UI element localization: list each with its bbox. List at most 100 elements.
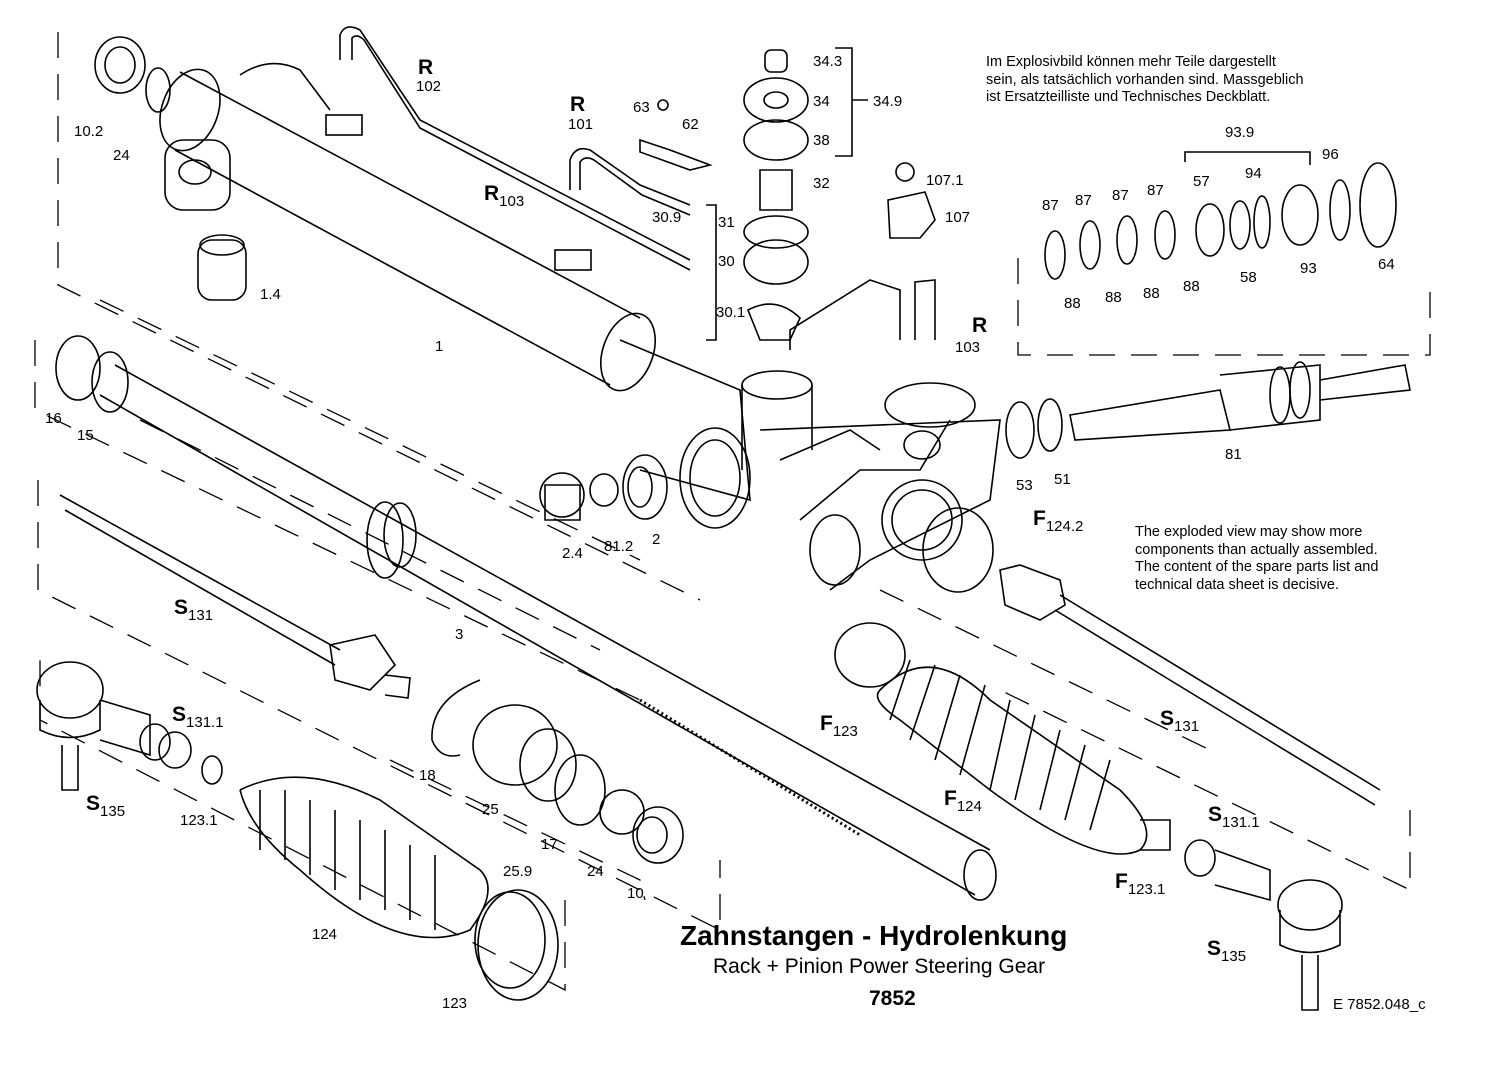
tie-rod-left [59,494,411,699]
part-label: 24 [113,147,130,164]
part-label: 17 [541,836,558,853]
note-line: Im Explosivbild können mehr Teile darges… [986,54,1276,70]
pipes [325,26,936,350]
housing-tube [159,62,751,502]
part-label: 34 [813,93,830,110]
note-line: ist Ersatzteilliste und Technisches Deck… [986,89,1271,105]
note-german: Im Explosivbild können mehr Teile darges… [986,54,1304,107]
guide-lines [34,32,1431,992]
part-label: 30 [718,253,735,270]
part-label: 87 [1147,182,1164,199]
ref-label-s131-1: S131.1 [172,703,224,731]
part-label: 107 [945,209,971,226]
ref-label-r101-sub: 101 [568,116,594,133]
valve-housing [679,370,1001,591]
part-label: 87 [1075,192,1092,209]
part-label: 10.2 [74,123,104,140]
note-line: The content of the spare parts list and [1135,559,1379,575]
part-label: 88 [1064,295,1081,312]
part-label: 87 [1042,197,1059,214]
note-line: sein, als tatsächlich vorhanden sind. Ma… [986,71,1304,88]
ref-label-s131-1-right: S131.1 [1208,803,1260,831]
tie-rod-right [999,564,1381,902]
drawing-number: 7852 [869,987,916,1010]
pinion-parts [1005,162,1411,459]
part-label: 88 [1143,285,1160,302]
part-label: 53 [1016,477,1033,494]
part-label: 57 [1193,173,1210,190]
bracket-30-9 [706,204,717,341]
part-label: 96 [1322,146,1339,163]
note-line: components than actually assembled. [1135,541,1378,558]
part-label: 32 [813,175,830,192]
ref-label-f124: F124 [944,787,982,815]
boot-right [834,622,1171,855]
part-label: 31 [718,214,735,231]
boot-left [239,776,559,1001]
part-label: 2.4 [562,545,583,562]
part-label: 34.9 [873,93,903,110]
title-german: Zahnstangen - Hydrolenkung [680,920,1068,951]
part-label: 1.4 [260,286,281,303]
ref-label-r101: R [570,93,586,116]
note-line: technical data sheet is decisive. [1135,576,1339,593]
part-label: 1 [435,338,444,355]
note-english: The exploded view may show more componen… [1135,524,1378,594]
bracket-93-9 [1184,151,1311,165]
part-label: 123 [442,995,468,1012]
ref-label-s135-right: S135 [1207,937,1247,965]
part-label: 81 [1225,446,1242,463]
part-label: 93 [1300,260,1317,277]
ref-label-f124-2: F124.2 [1033,507,1084,535]
part-label: 63 [633,99,650,116]
ref-label-r102: R [418,56,434,79]
part-label: 3 [455,626,464,643]
part-label: 94 [1245,165,1262,182]
part-label: 58 [1240,269,1257,286]
tie-rod-end-right [1277,879,1343,1011]
part-label: 34.3 [813,53,843,70]
ref-label-r103: R103 [484,182,525,210]
part-label: 62 [682,116,699,133]
document-reference: E 7852.048_c [1333,996,1426,1013]
part-label: 30.1 [716,304,746,321]
part-label: 88 [1105,289,1122,306]
part-label: 16 [45,410,62,427]
title-english: Rack + Pinion Power Steering Gear [713,955,1046,978]
rings-16-15 [55,335,129,413]
part-label: 88 [1183,278,1200,295]
seal-parts [431,679,684,864]
part-label: 93.9 [1225,124,1255,141]
bracket-34-9 [835,47,868,157]
rack [99,364,997,901]
part-label: 25.9 [503,863,533,880]
ref-label-r103-right-sub: 103 [955,339,981,356]
part-label: 64 [1378,256,1395,273]
lower-bearing-parts [539,454,994,593]
part-label: 24 [587,863,604,880]
ref-label-r102-sub: 102 [416,78,442,95]
part-label: 81.2 [604,538,634,555]
part-label: 25 [482,801,499,818]
part-label: 123.1 [180,812,218,829]
part-label: 107.1 [926,172,964,189]
top-parts [94,36,936,341]
ref-label-f123: F123 [820,712,858,740]
part-label: 38 [813,132,830,149]
part-label: 15 [77,427,94,444]
part-label: 51 [1054,471,1071,488]
ref-label-s131-right: S131 [1160,707,1200,735]
part-label: 87 [1112,187,1129,204]
ref-label-r103-right: R [972,314,988,337]
part-label: 18 [419,767,436,784]
part-label: 2 [652,531,661,548]
part-label: 10 [627,885,644,902]
part-label: 30.9 [652,209,682,226]
ref-label-f123-1: F123.1 [1115,870,1166,898]
part-label: 124 [312,926,338,943]
tie-rod-end-left [36,661,223,791]
ref-label-s131: S131 [174,596,214,624]
note-line: The exploded view may show more [1135,524,1363,540]
